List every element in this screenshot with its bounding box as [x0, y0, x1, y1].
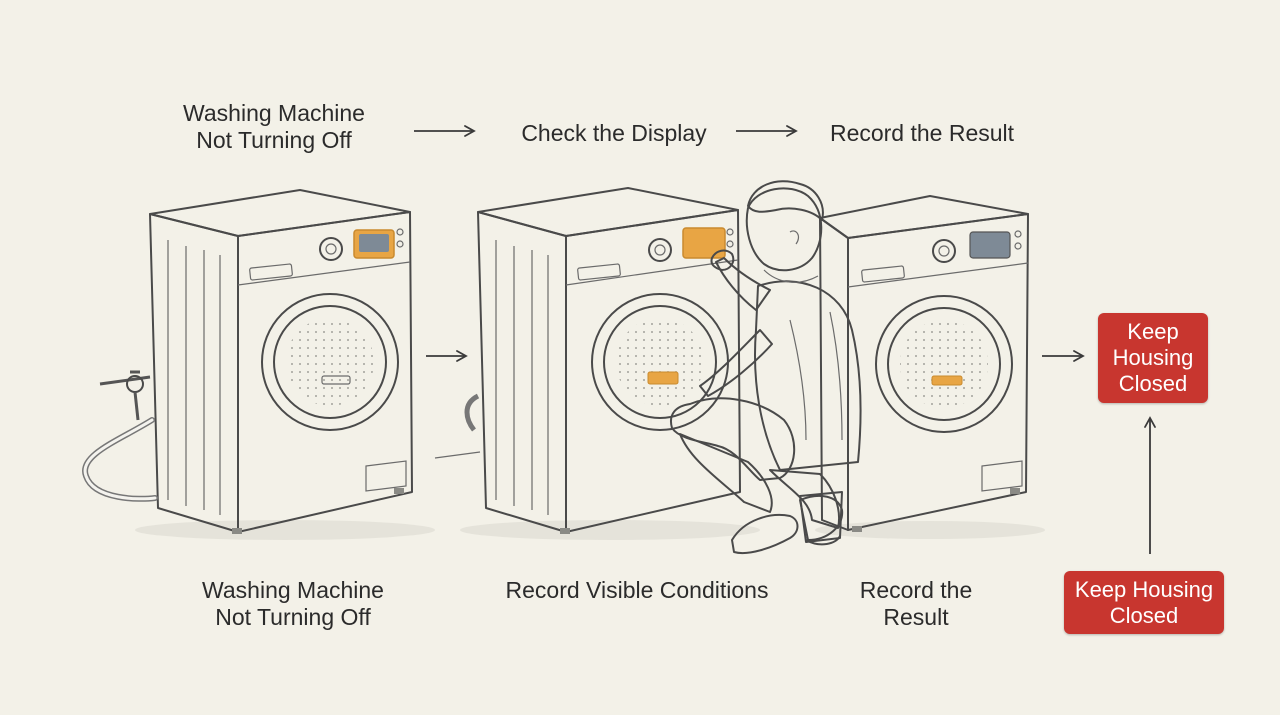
washing-machine-3 [815, 195, 1045, 539]
technician-figure [670, 180, 862, 554]
top-step-1-label: Washing Machine Not Turning Off [183, 100, 365, 153]
top-step-2-label: Check the Display [521, 120, 707, 146]
keep-housing-closed-badge-lower: Keep Housing Closed [1064, 571, 1224, 634]
bottom-label-1: Washing Machine Not Turning Off [202, 577, 384, 630]
bottom-label-2: Record Visible Conditions [505, 577, 769, 603]
washing-machine-2 [460, 187, 760, 540]
bottom-label-3: Record the Result [859, 577, 973, 630]
keep-housing-closed-badge-upper: Keep Housing Closed [1098, 313, 1208, 403]
washing-machine-1 [82, 189, 435, 540]
top-step-3-label: Record the Result [829, 120, 1015, 146]
